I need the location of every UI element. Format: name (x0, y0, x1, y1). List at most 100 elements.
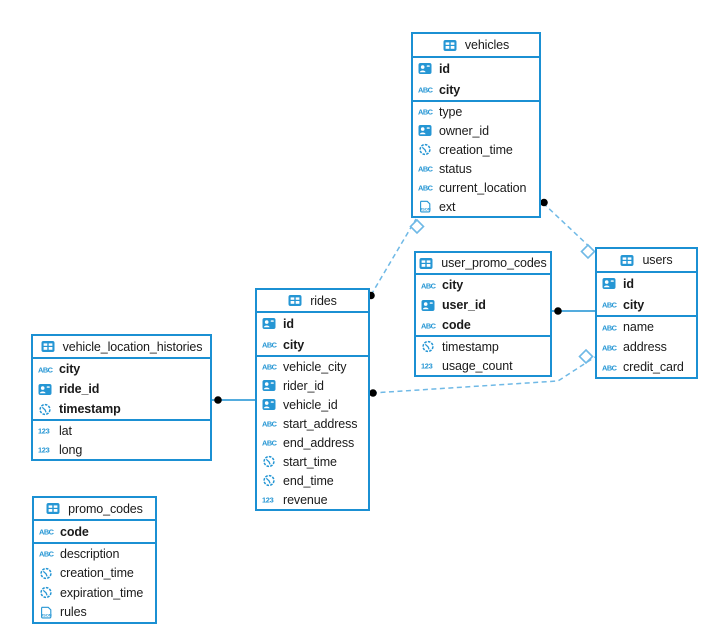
column-name: revenue (283, 492, 328, 507)
connector-diamond-icon (409, 218, 425, 235)
column-row-expiration_time[interactable]: expiration_time (34, 583, 155, 603)
table-header-rides[interactable]: rides (257, 290, 368, 313)
column-name: credit_card (623, 360, 684, 374)
column-row-user_id[interactable]: user_id (416, 295, 550, 315)
json-icon: JSON (39, 606, 56, 619)
column-name: status (439, 161, 472, 176)
table-header-user_promo_codes[interactable]: user_promo_codes (416, 253, 550, 275)
column-row-ride_id[interactable]: ride_id (33, 379, 210, 399)
relationship-vehicle_location_histories-rides (212, 396, 256, 404)
column-name: timestamp (59, 402, 121, 416)
table-icon (41, 340, 58, 353)
column-row-city[interactable]: ABC city (413, 79, 539, 100)
table-icon (620, 254, 637, 267)
table-header-users[interactable]: users (597, 249, 696, 273)
table-header-vehicles[interactable]: vehicles (413, 34, 539, 58)
table-header-vehicle_location_histories[interactable]: vehicle_location_histories (33, 336, 210, 359)
column-row-creation_time[interactable]: creation_time (413, 140, 539, 159)
text-icon: ABC (39, 547, 56, 560)
table-title: rides (310, 293, 337, 308)
column-name: start_address (283, 416, 358, 431)
table-title: vehicles (464, 38, 510, 52)
column-name: city (439, 82, 461, 97)
column-row-timestamp[interactable]: timestamp (33, 399, 210, 419)
svg-text:123: 123 (262, 496, 274, 505)
column-name: end_time (283, 473, 334, 488)
number-icon: 123 (262, 493, 279, 506)
column-name: city (442, 278, 464, 292)
svg-text:ABC: ABC (418, 165, 434, 174)
column-name: expiration_time (60, 585, 144, 600)
uuid-icon (262, 398, 279, 411)
column-row-timestamp[interactable]: timestamp (416, 337, 550, 356)
column-row-revenue[interactable]: 123 revenue (257, 490, 368, 509)
svg-text:ABC: ABC (602, 343, 618, 352)
column-row-vehicle_id[interactable]: vehicle_id (257, 395, 368, 414)
column-row-id[interactable]: id (413, 58, 539, 79)
timestamp-icon (418, 143, 435, 156)
text-icon: ABC (262, 360, 279, 373)
uuid-icon (418, 124, 435, 137)
text-icon: ABC (418, 181, 435, 194)
column-row-id[interactable]: id (257, 313, 368, 334)
column-name: city (283, 337, 305, 352)
text-icon: ABC (418, 162, 435, 175)
column-row-owner_id[interactable]: owner_id (413, 121, 539, 140)
connector-dot-icon (554, 307, 562, 315)
column-name: name (623, 320, 654, 334)
column-row-status[interactable]: ABC status (413, 159, 539, 178)
text-icon: ABC (421, 319, 438, 332)
column-row-start_time[interactable]: start_time (257, 452, 368, 471)
column-row-creation_time[interactable]: creation_time (34, 564, 155, 584)
column-name: code (60, 524, 89, 539)
number-icon: 123 (38, 443, 55, 456)
svg-text:ABC: ABC (38, 365, 54, 374)
svg-text:ABC: ABC (418, 86, 434, 95)
connector-dot-icon (369, 389, 377, 397)
column-name: creation_time (60, 566, 134, 581)
table-header-promo_codes[interactable]: promo_codes (34, 498, 155, 521)
uuid-icon (262, 379, 279, 392)
column-row-name[interactable]: ABC name (597, 317, 696, 337)
uuid-icon (602, 277, 619, 290)
column-row-rider_id[interactable]: rider_id (257, 376, 368, 395)
uuid-icon (418, 62, 435, 75)
connector-diamond-icon (580, 243, 596, 260)
column-row-id[interactable]: id (597, 273, 696, 294)
text-icon: ABC (602, 341, 619, 354)
svg-text:ABC: ABC (421, 321, 437, 330)
text-icon: ABC (602, 321, 619, 334)
column-name: ext (439, 199, 456, 214)
column-row-end_time[interactable]: end_time (257, 471, 368, 490)
